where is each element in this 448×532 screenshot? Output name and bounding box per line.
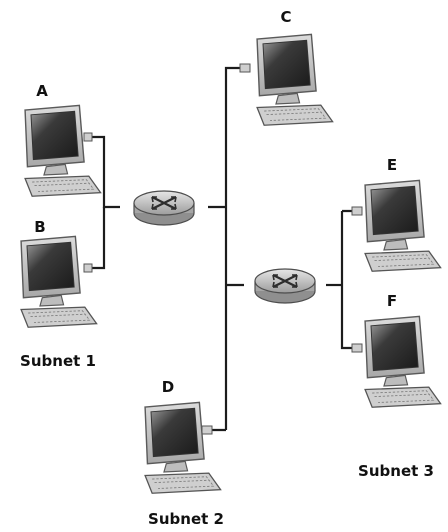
router-2-icon [253,267,317,305]
host-a-label: A [36,82,48,100]
host-c-icon [256,33,334,126]
host-f-icon [364,315,442,408]
host-a-icon [24,104,102,197]
wires [83,63,363,435]
host-e-icon [364,179,442,272]
host-d-icon [144,401,222,494]
subnet-3-label: Subnet 3 [358,462,434,480]
host-f-label: F [387,292,397,310]
wire-host-c [224,66,250,430]
host-b-label: B [34,218,45,236]
wire-host-b [88,207,106,270]
subnet-1-label: Subnet 1 [20,352,96,370]
host-b-icon [20,235,98,328]
subnet-2-label: Subnet 2 [148,510,224,528]
wire-host-a [88,135,120,209]
host-c-label: C [280,8,291,26]
router-1-icon [132,189,196,227]
host-e-label: E [387,156,397,174]
wire-host-e [340,211,360,350]
host-d-label: D [162,378,174,396]
